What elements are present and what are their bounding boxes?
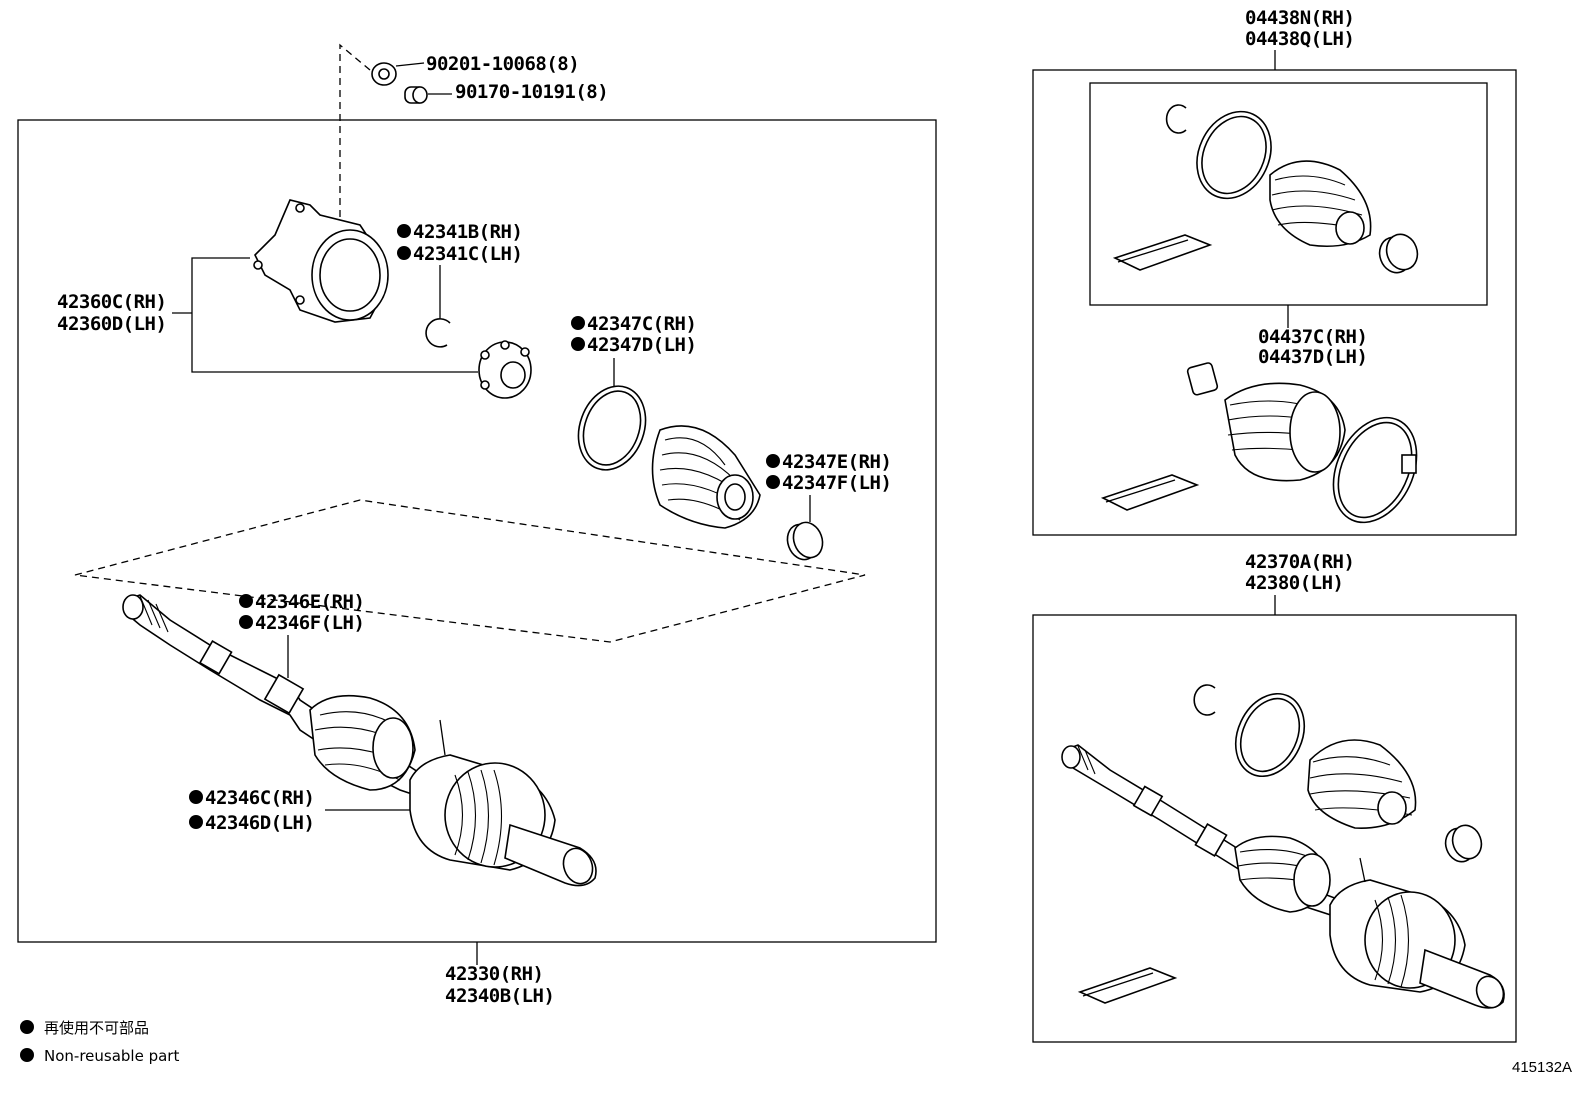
snap-ring-label-lh[interactable]: 42341C(LH) xyxy=(413,243,523,265)
boot-clamp-small-icon[interactable] xyxy=(783,518,828,563)
kit-large-clamp-icon[interactable] xyxy=(1183,99,1284,210)
outer-boot-kit-label-rh[interactable]: 04438N(RH) xyxy=(1245,7,1355,29)
boot-clamp-label-lh[interactable]: 42347D(LH) xyxy=(587,334,697,356)
shaft-label-lh[interactable]: 42340B(LH) xyxy=(445,985,555,1007)
kit-small-clamp-icon[interactable] xyxy=(1375,230,1423,277)
boot-label-rh[interactable]: 42346C(RH) xyxy=(205,787,315,809)
shaft-label-rh[interactable]: 42330(RH) xyxy=(445,963,544,985)
assy-outer-boot-icon[interactable] xyxy=(1307,739,1417,829)
boot-clamp2-label-lh[interactable]: 42347F(LH) xyxy=(782,472,892,494)
boot-clamp-label-rh[interactable]: 42347C(RH) xyxy=(587,313,697,335)
non-reusable-marker-icon xyxy=(239,615,253,629)
bolt-label[interactable]: 90201-10068(8) xyxy=(426,53,580,75)
outer-joint-bracket xyxy=(191,257,478,373)
non-reusable-marker-icon xyxy=(397,224,411,238)
assy-grease-packet-icon[interactable] xyxy=(1077,967,1178,1004)
outer-joint-label-lh[interactable]: 42360D(LH) xyxy=(57,313,167,335)
diagram-ref-code: 415132A xyxy=(1512,1059,1572,1076)
non-reusable-marker-icon xyxy=(239,594,253,608)
shaft-assy-label-lh[interactable]: 42380(LH) xyxy=(1245,572,1344,594)
outer-cv-joint-icon[interactable] xyxy=(409,719,597,888)
clamp-small-label-lh[interactable]: 42346F(LH) xyxy=(255,612,365,634)
nut-label[interactable]: 90170-10191(8) xyxy=(455,81,609,103)
boot-label-lh[interactable]: 42346D(LH) xyxy=(205,812,315,834)
assy-inner-boot-icon[interactable] xyxy=(1234,835,1331,913)
inner-boot-icon[interactable] xyxy=(309,694,416,791)
boot-kit-region xyxy=(74,499,866,643)
non-reusable-marker-icon xyxy=(189,790,203,804)
boot-clamp2-label-rh[interactable]: 42347E(RH) xyxy=(782,451,892,473)
non-reusable-marker-icon xyxy=(20,1020,34,1034)
non-reusable-marker-icon xyxy=(397,246,411,260)
bolt-icon[interactable] xyxy=(371,62,425,86)
inner-kit-small-clamp-icon[interactable] xyxy=(1186,362,1219,396)
non-reusable-marker-icon xyxy=(766,454,780,468)
inner-kit-grease-packet-icon[interactable] xyxy=(1100,474,1200,511)
assy-large-clamp-icon[interactable] xyxy=(1223,683,1317,788)
nut-icon[interactable] xyxy=(404,86,452,104)
non-reusable-marker-icon xyxy=(571,337,585,351)
snap-ring-icon[interactable] xyxy=(425,318,451,348)
snap-ring-label-rh[interactable]: 42341B(RH) xyxy=(413,221,523,243)
inner-boot-kit-label-lh[interactable]: 04437D(LH) xyxy=(1258,346,1368,368)
assy-snap-ring-icon[interactable] xyxy=(1193,684,1216,716)
bolt-leader xyxy=(339,43,371,225)
kit-snap-ring-icon[interactable] xyxy=(1165,104,1187,134)
outer-boot-kit-label-lh[interactable]: 04438Q(LH) xyxy=(1245,28,1355,50)
legend-jp: 再使用不可部品 xyxy=(44,1019,149,1037)
shaft-assy-frame xyxy=(1032,614,1517,1043)
boot-kit-outer-frame xyxy=(1032,69,1517,536)
bearing-cage-icon[interactable] xyxy=(478,340,532,399)
shaft-assy-label-rh[interactable]: 42370A(RH) xyxy=(1245,551,1355,573)
non-reusable-marker-icon xyxy=(571,316,585,330)
inner-kit-boot-icon[interactable] xyxy=(1224,382,1346,482)
non-reusable-marker-icon xyxy=(766,475,780,489)
outer-boot-icon[interactable] xyxy=(651,425,761,529)
grease-packet-icon[interactable] xyxy=(1112,234,1213,271)
legend-en: Non-reusable part xyxy=(44,1047,179,1065)
outer-joint-housing-icon[interactable] xyxy=(253,199,389,323)
assy-small-clamp-icon[interactable] xyxy=(1441,821,1486,866)
inner-kit-large-clamp-icon[interactable] xyxy=(1317,404,1432,536)
non-reusable-marker-icon xyxy=(189,815,203,829)
clamp-small-label-rh[interactable]: 42346E(RH) xyxy=(255,591,365,613)
inner-boot-kit-label-rh[interactable]: 04437C(RH) xyxy=(1258,326,1368,348)
outer-joint-label-rh[interactable]: 42360C(RH) xyxy=(57,291,167,313)
boot-clamp-large-icon[interactable] xyxy=(567,377,657,480)
non-reusable-marker-icon xyxy=(20,1048,34,1062)
kit-outer-boot-icon[interactable] xyxy=(1269,160,1372,248)
assy-outer-cv-joint-icon[interactable] xyxy=(1329,857,1508,1011)
